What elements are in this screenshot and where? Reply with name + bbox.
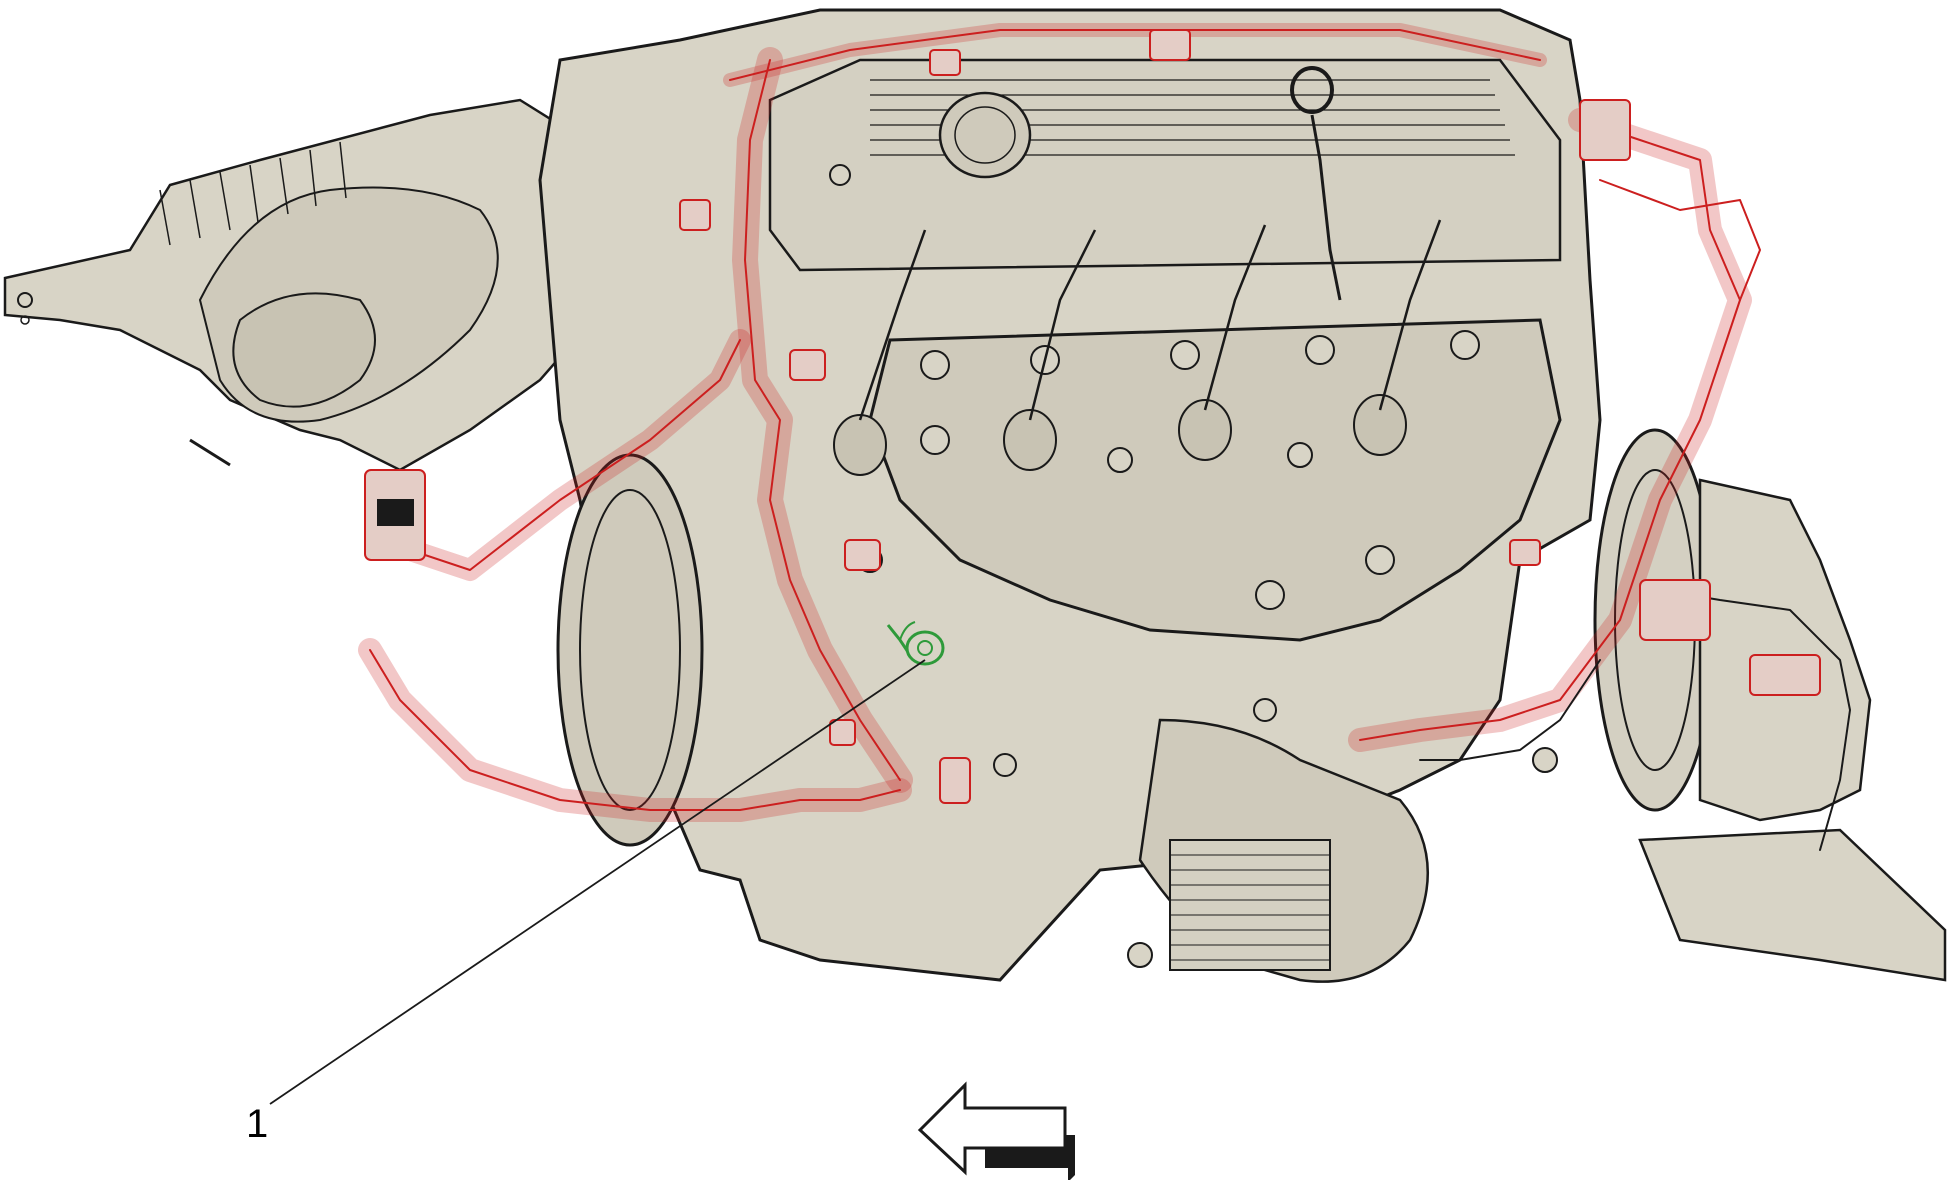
highlighted-sensor — [886, 621, 945, 666]
harness-connectors — [364, 29, 1821, 804]
callout-leader-line — [269, 659, 926, 1105]
engine-block — [538, 8, 1947, 983]
wiring-harness — [358, 23, 1851, 851]
callout-1-label: 1 — [246, 1102, 269, 1146]
air-intake-duct — [3, 98, 612, 472]
arrow-left-icon — [917, 1081, 1075, 1180]
